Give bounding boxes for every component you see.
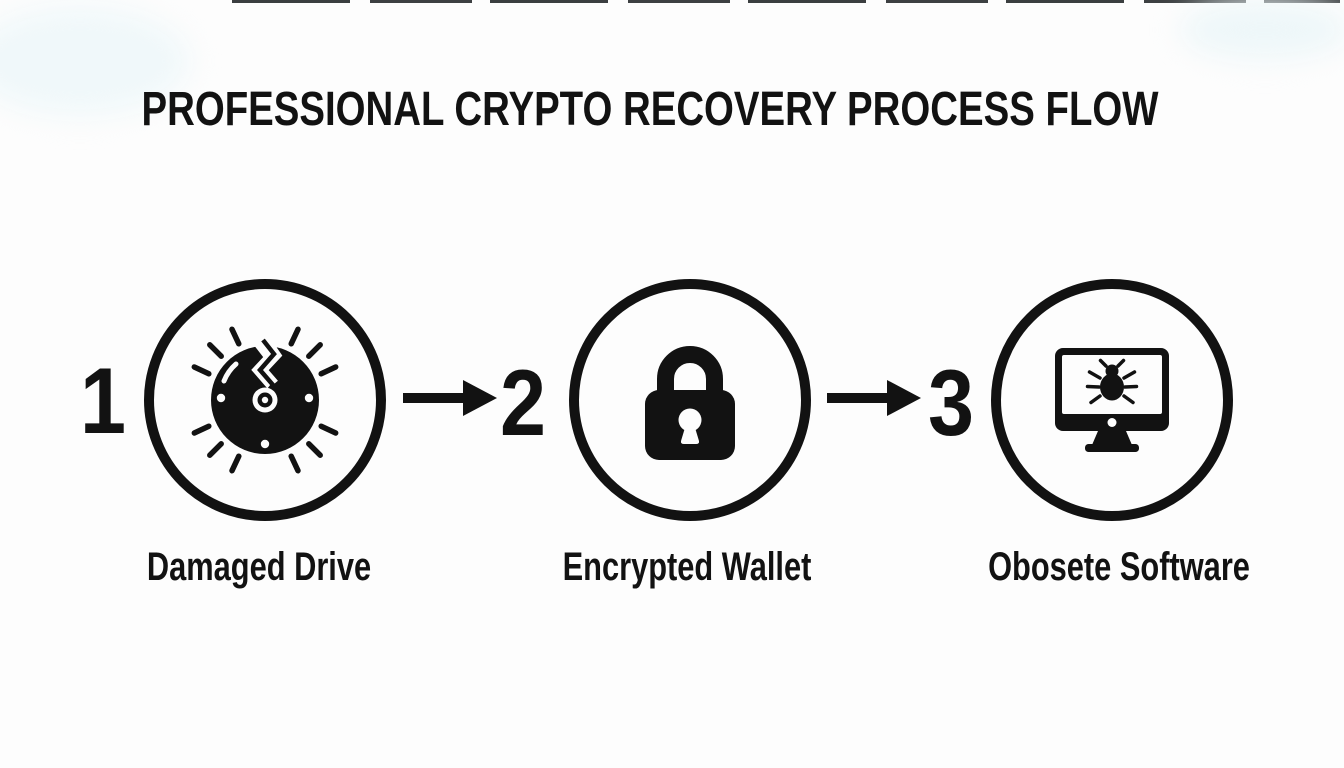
padlock-icon — [645, 346, 735, 460]
step-2-label: Encrypted Wallet — [562, 545, 812, 589]
step-3-circle — [991, 279, 1233, 521]
step-1-number: 1 — [79, 348, 127, 453]
step-3-number: 3 — [927, 350, 975, 455]
monitor-bug-icon — [1055, 348, 1169, 452]
background-smudge — [1180, 0, 1344, 60]
step-3-label: Obosete Software — [988, 545, 1250, 589]
step-1-label: Damaged Drive — [146, 545, 372, 589]
step-2-circle — [569, 279, 811, 521]
flow-arrow-1 — [403, 380, 497, 416]
top-edge-artifact — [232, 0, 1340, 3]
bug-glyph — [1085, 358, 1139, 405]
step-2-number: 2 — [499, 350, 547, 455]
step-1-circle — [144, 279, 386, 521]
flow-arrow-2 — [827, 380, 921, 416]
background-smudge — [0, 6, 190, 116]
page-title: PROFESSIONAL CRYPTO RECOVERY PROCESS FLO… — [141, 83, 1159, 136]
damaged-drive-icon — [191, 326, 339, 474]
